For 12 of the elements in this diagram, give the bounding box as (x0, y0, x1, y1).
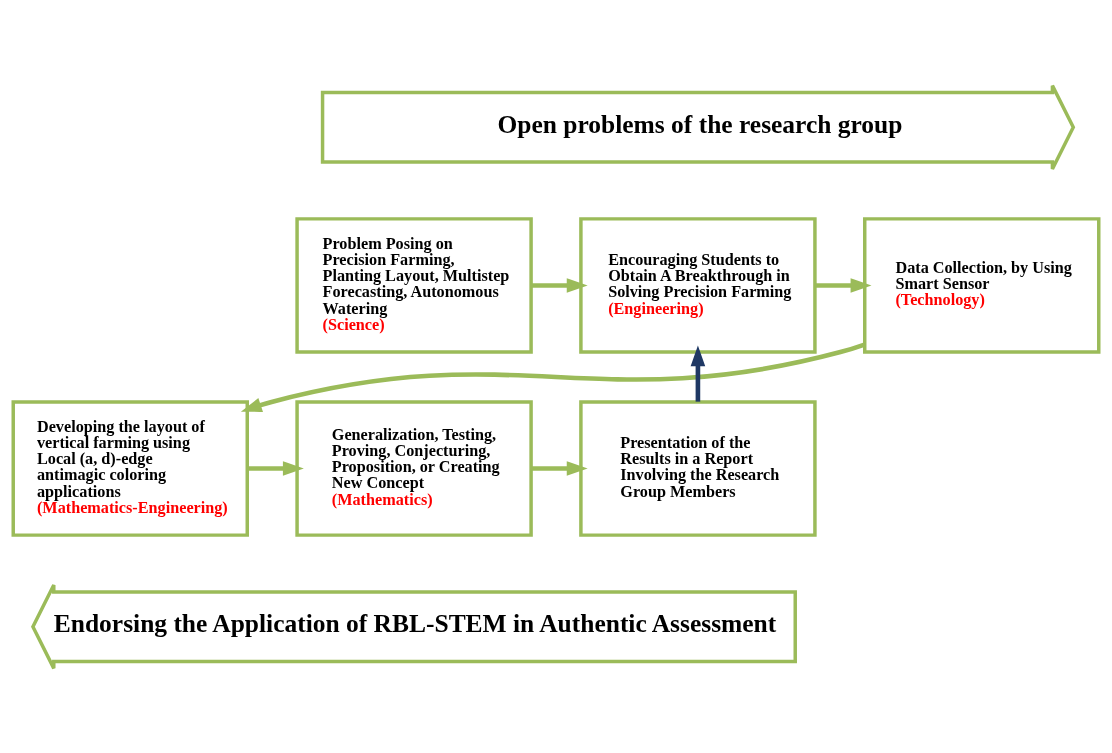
arrow (247, 460, 304, 476)
arrow (531, 277, 588, 293)
arrow (531, 460, 588, 476)
node-box: Encouraging Students to Obtain A Breakthrough in Solving Precision Farming (Engineering) (579, 216, 817, 354)
arrow (240, 341, 866, 412)
node-box: Developing the layout of vertical farming using Local (a, d)-edge antimagic coloring applications (Mathematics-Engineering) (11, 399, 249, 537)
arrow (815, 277, 872, 293)
node-box: Problem Posing on Precision Farming, Planting Layout, Multistep Forecasting, Autonomous Watering (Science) (295, 216, 533, 354)
node-box: Presentation of the Results in a Report Involving the Research Group Members (579, 399, 817, 537)
node-box: Data Collection, by Using Smart Sensor (Technology) (863, 216, 1101, 354)
arrow (690, 344, 706, 402)
node-box: Generalization, Testing, Proving, Conjecturing, Proposition, or Creating New Concept (Mathematics) (295, 399, 533, 537)
